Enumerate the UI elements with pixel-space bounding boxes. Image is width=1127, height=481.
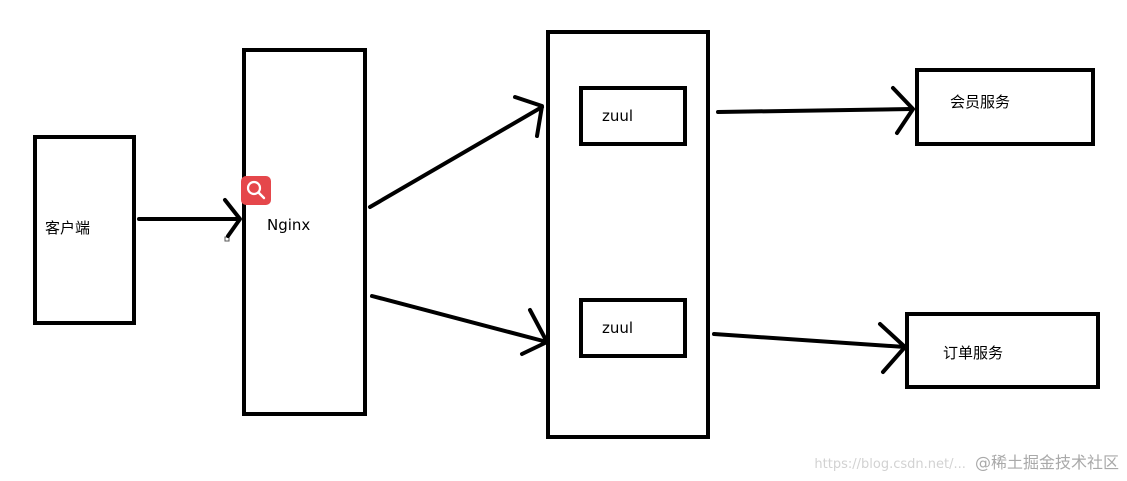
watermark: https://blog.csdn.net/... @稀土掘金技术社区 [814,449,1119,473]
watermark-faint-url: https://blog.csdn.net/... [814,457,966,472]
member-service-node: 会员服务 [915,68,1095,146]
order-service-node: 订单服务 [905,312,1100,389]
zuul-node-top: zuul [579,86,687,146]
zuul-top-label: zuul [602,107,633,125]
arrow-zuul-to-order-service [712,322,907,374]
client-label: 客户端 [45,219,90,237]
client-node: 客户端 [33,135,136,325]
arrow-nginx-to-zuul-bottom [370,294,549,356]
watermark-text: @稀土掘金技术社区 [974,453,1119,472]
nginx-node: Nginx [242,48,367,416]
member-service-label: 会员服务 [950,93,1010,111]
nginx-label: Nginx [267,216,310,234]
order-service-label: 订单服务 [943,344,1003,362]
arrow-client-to-nginx [137,198,242,238]
search-icon[interactable] [241,176,271,205]
arrow-nginx-to-zuul-top [368,95,544,209]
zuul-node-bottom: zuul [579,298,687,358]
zuul-bottom-label: zuul [602,319,633,337]
arrow-zuul-to-member-service [716,86,915,135]
